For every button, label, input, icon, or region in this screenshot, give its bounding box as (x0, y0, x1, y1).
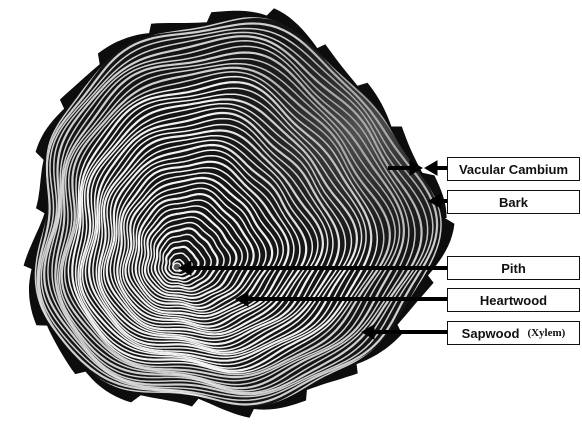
label-sapwood: Sapwood (Xylem) (447, 321, 580, 345)
label-heartwood-text: Heartwood (480, 293, 547, 308)
label-bark: Bark (447, 190, 580, 214)
label-sapwood-note: (Xylem) (527, 327, 565, 339)
label-bark-text: Bark (499, 195, 528, 210)
sapwood-shade (190, 40, 470, 280)
cambium-arrowhead-right (425, 161, 437, 175)
label-pith-text: Pith (501, 261, 526, 276)
label-sapwood-text: Sapwood (462, 326, 520, 341)
label-vascular-cambium: Vacular Cambium (447, 157, 580, 181)
label-heartwood: Heartwood (447, 288, 580, 312)
label-pith: Pith (447, 256, 580, 280)
label-vascular-cambium-text: Vacular Cambium (459, 162, 568, 177)
